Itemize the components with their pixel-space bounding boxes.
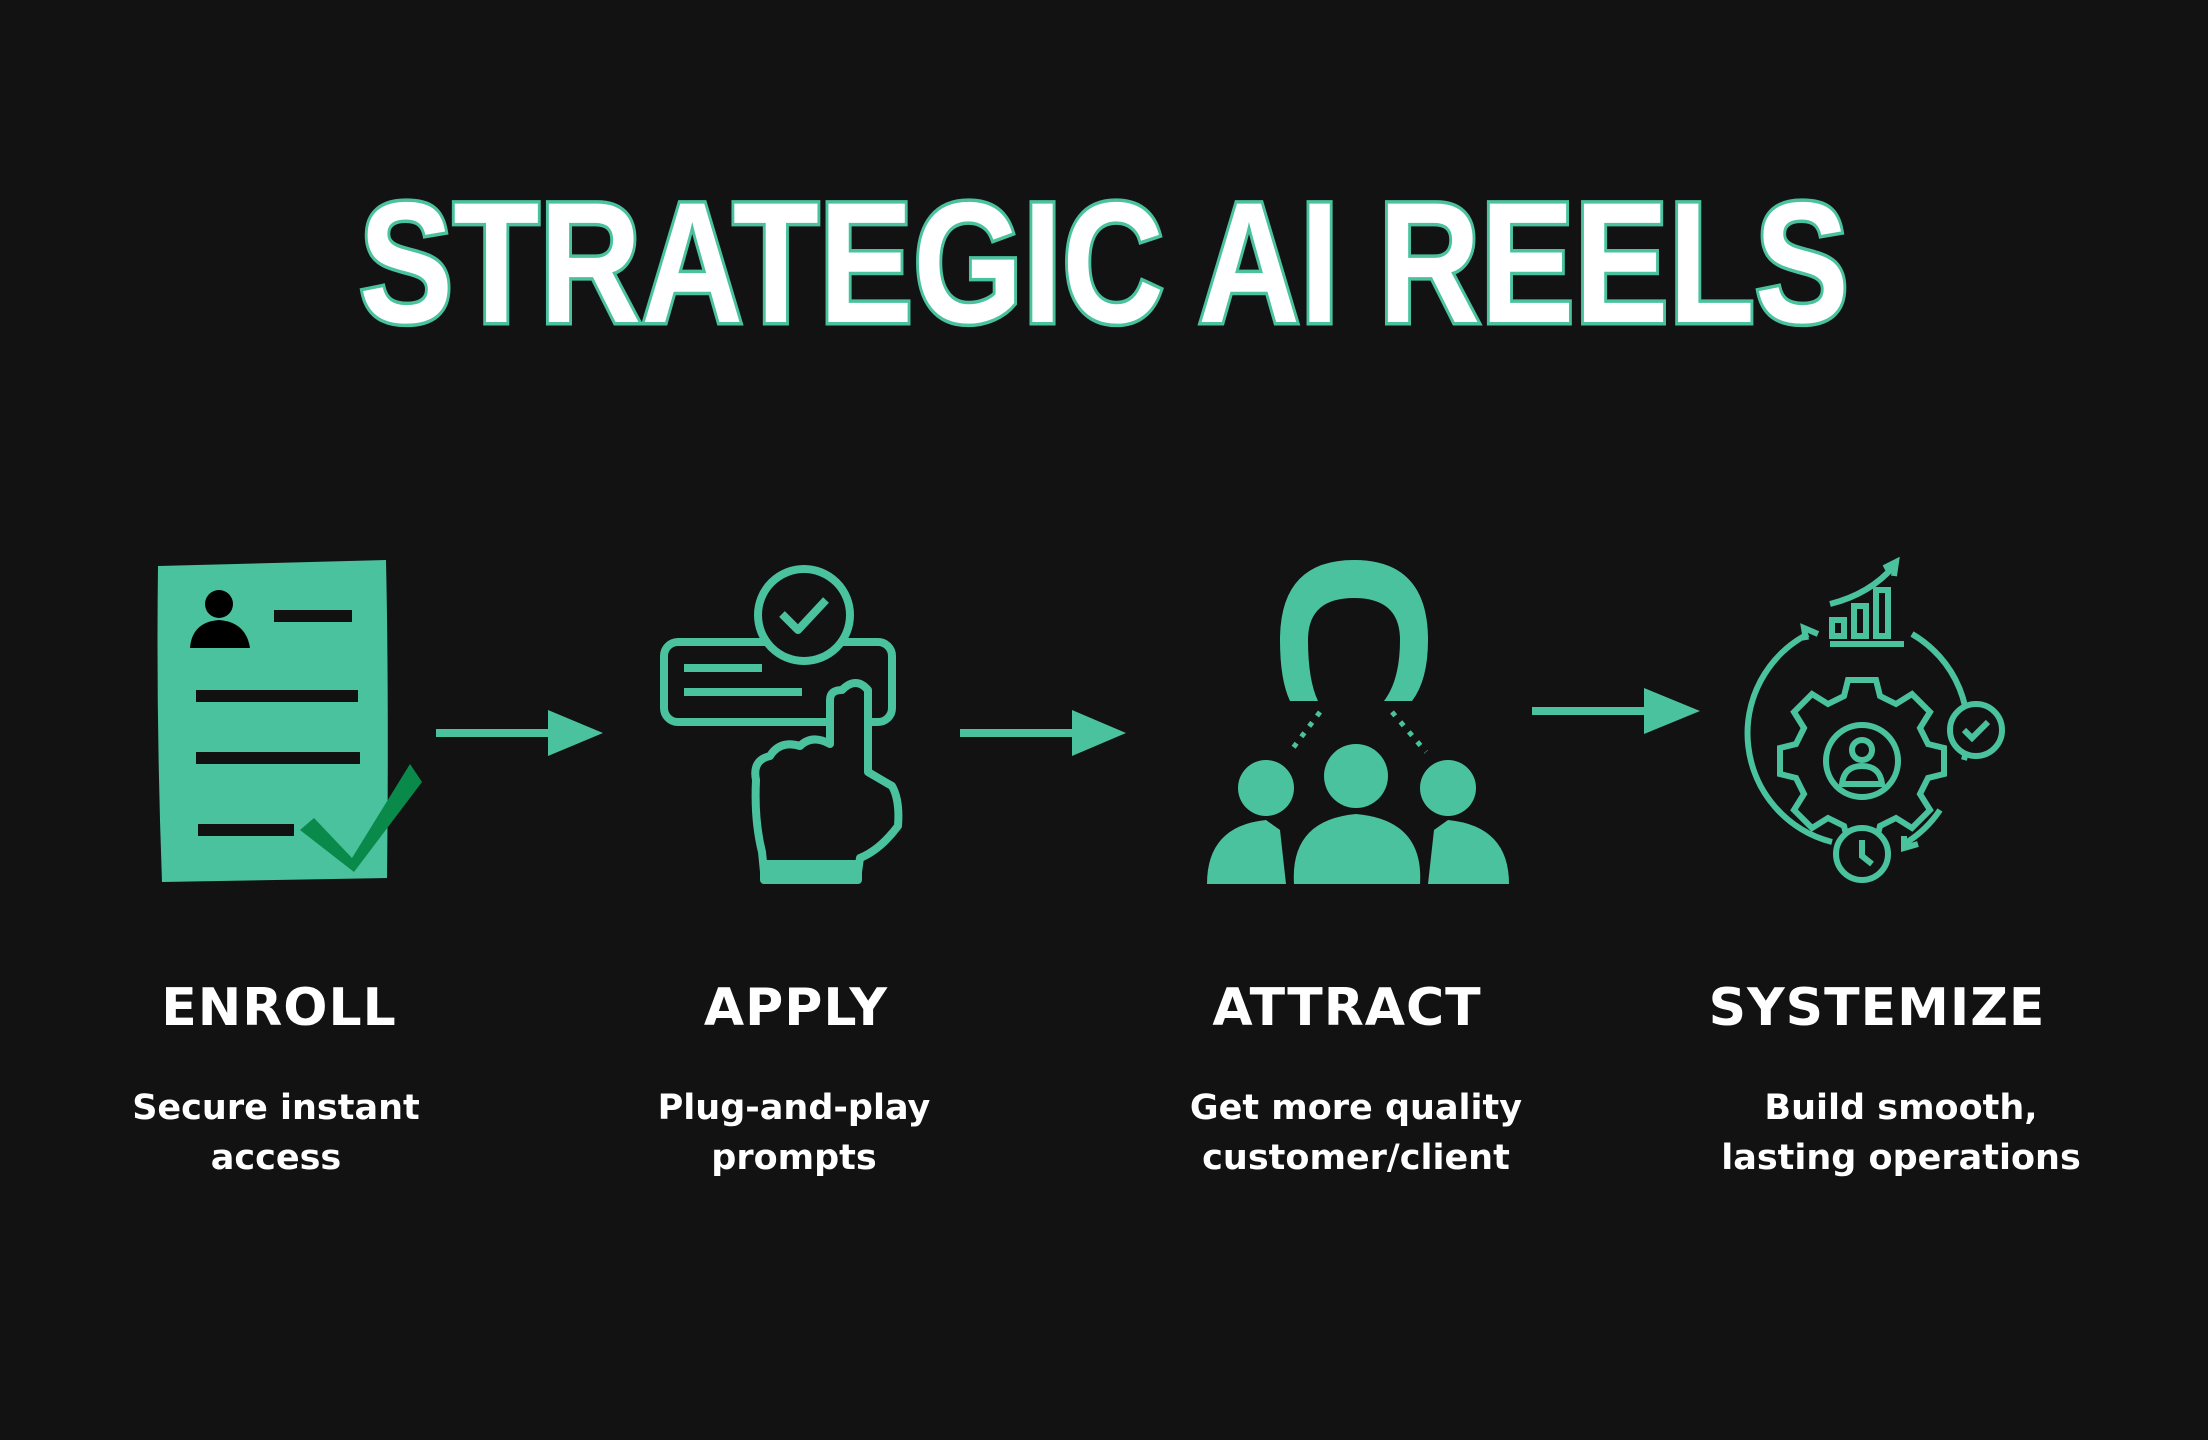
hand-tap-check-icon [660, 565, 903, 884]
gear-cycle-icon [1744, 556, 2005, 883]
step-desc-enroll: Secure instant access [16, 1083, 536, 1183]
desc-line: access [210, 1138, 342, 1178]
arrow-right-icon [960, 710, 1126, 756]
desc-line: Get more quality [1189, 1088, 1523, 1128]
arrow-right-icon [436, 710, 603, 756]
desc-line: prompts [711, 1138, 877, 1178]
step-label-enroll: ENROLL [161, 978, 397, 1038]
arrow-right-icon [1532, 688, 1700, 734]
step-label-systemize: SYSTEMIZE [1708, 978, 2046, 1038]
desc-line: Secure instant [132, 1088, 420, 1128]
step-desc-systemize: Build smooth, lasting operations [1641, 1083, 2161, 1183]
step-label-attract: ATTRACT [1212, 978, 1482, 1038]
desc-line: Build smooth, [1764, 1088, 2038, 1128]
desc-line: customer/client [1202, 1138, 1510, 1178]
step-label-apply: APPLY [703, 978, 889, 1038]
step-desc-attract: Get more quality customer/client [1096, 1083, 1616, 1183]
desc-line: Plug-and-play [657, 1088, 931, 1128]
resume-check-icon [157, 560, 422, 882]
step-desc-apply: Plug-and-play prompts [534, 1083, 1054, 1183]
magnet-people-icon [1207, 560, 1509, 884]
page-title: STRATEGIC AI REELS [359, 167, 1849, 359]
desc-line: lasting operations [1721, 1138, 2081, 1178]
